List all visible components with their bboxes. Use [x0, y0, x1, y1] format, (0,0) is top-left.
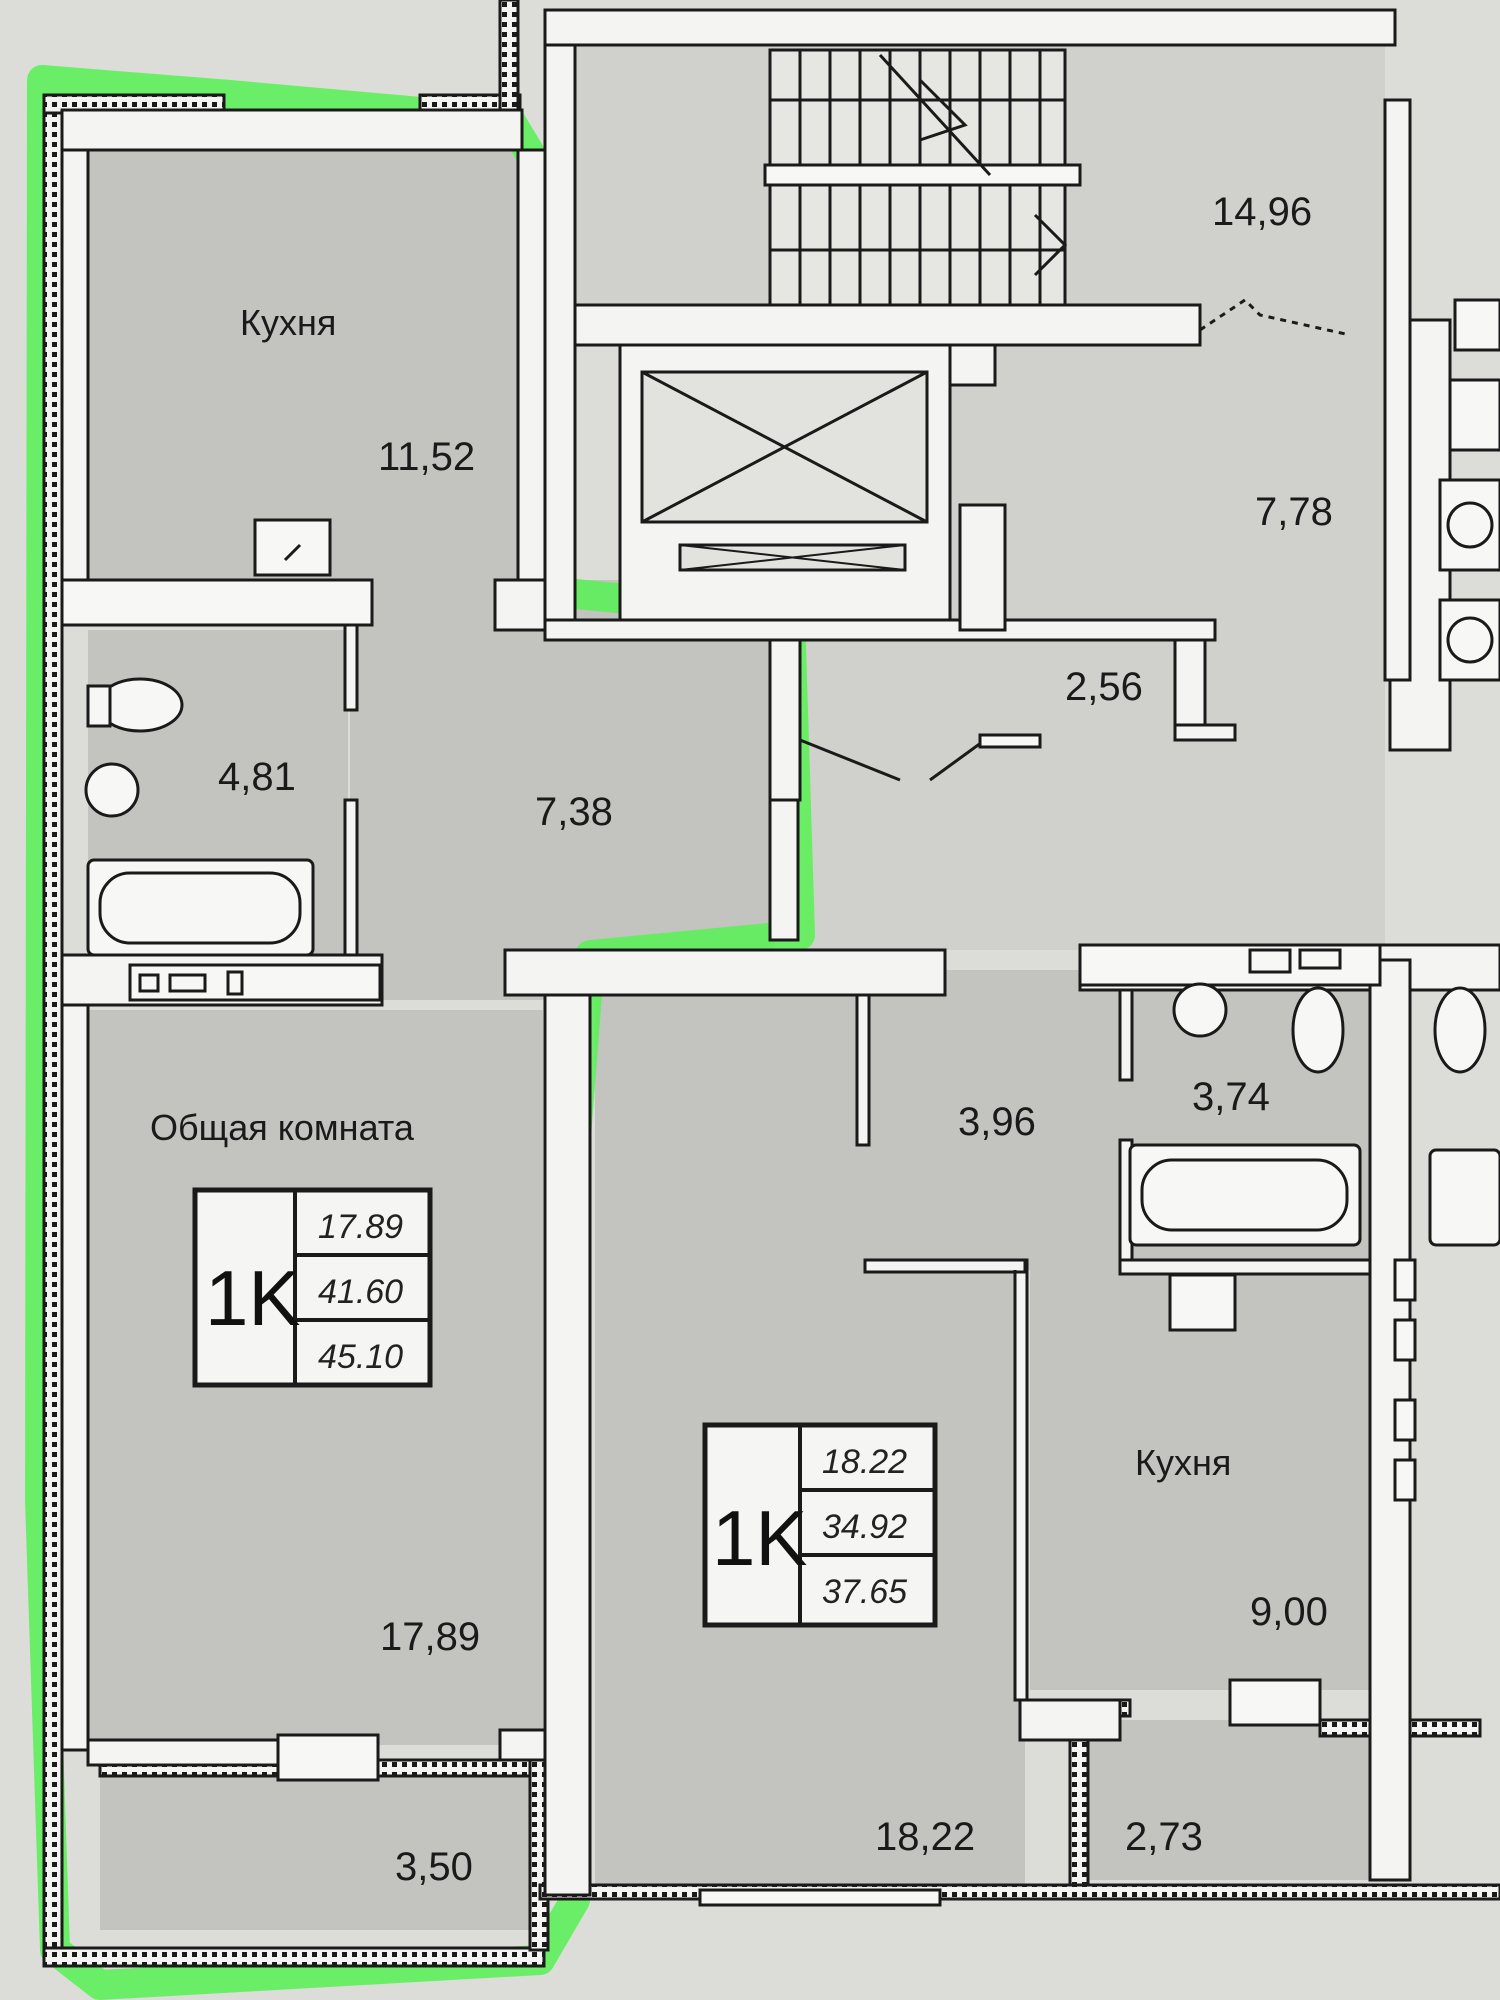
lift-cross-b: [641, 370, 928, 524]
room-area-hall-right: 3,96: [958, 1100, 1036, 1144]
sink-right-icon: [1168, 1273, 1237, 1332]
wall-bath-right: [343, 623, 359, 712]
apartment-living-right: 18.22: [822, 1443, 907, 1481]
wall-living-bottom: [86, 1738, 280, 1767]
stair-core: [543, 8, 1397, 642]
window-kitchen-right: [1228, 1678, 1322, 1727]
room-area-kitchen-left: 11,52: [378, 435, 475, 479]
room-area-stair-hall: 14,96: [1212, 190, 1312, 234]
room-area-bathroom-right: 3,74: [1192, 1075, 1270, 1119]
bathtub-far-right-icon: [1428, 1148, 1500, 1247]
room-labels: Кухня 11,52 14,96 7,78 2,56 4,81 7,38 Об…: [150, 190, 1333, 1889]
room-area-balcony-right: 2,73: [1125, 1815, 1203, 1859]
wall-apartment-divider: [543, 993, 592, 1897]
apartment-total-balcony-left: 45.10: [318, 1338, 403, 1376]
apartment-card-right: 1K 18.22 34.92 37.65: [702, 1422, 938, 1628]
wall-room-right-partition: [1013, 1258, 1029, 1702]
room-name-living-left: Общая комната: [150, 1107, 415, 1148]
kitchen-right-fixtures: [698, 1678, 1322, 1907]
stair-hall-door-swing: [1199, 298, 1351, 337]
exterior-wall-left: [42, 93, 64, 1967]
stair-core-wall: [543, 38, 577, 637]
wall-hall-stub-right: [855, 993, 871, 1147]
lift-wall: [573, 303, 1202, 347]
bathroom-right-fixtures: [1078, 943, 1500, 1332]
wall-kitchen-right-bottom: [1018, 1698, 1122, 1742]
apartment-total-left: 41.60: [318, 1273, 403, 1311]
room-area-bathroom-left: 4,81: [218, 755, 296, 799]
lift-hall-column-b: [958, 503, 1007, 632]
lift-hall-wall-bottom: [543, 618, 1217, 642]
floor-lift-hall: [945, 300, 1385, 620]
wall-entry-bottom: [1173, 723, 1237, 742]
wall-living-left-inner: [60, 1003, 90, 1752]
bathroom-left-fixtures: [84, 677, 382, 1002]
room-area-hall-left: 7,38: [535, 790, 613, 834]
exterior-wall-bottom-right: [538, 1883, 1500, 1901]
floor-kitchen-left: [88, 150, 518, 580]
wall-bath-right-lower: [343, 798, 359, 962]
apartment-type-right: 1K: [712, 1494, 807, 1582]
apartment-type-left: 1K: [205, 1254, 300, 1342]
room-area-lift-hall: 7,78: [1255, 490, 1333, 534]
exterior-wall-bottom-left: [42, 1946, 546, 1968]
room-right-window: [698, 1888, 942, 1907]
wall-hall-living-divider: [503, 948, 947, 997]
wall-bath-right-bottom: [1118, 1258, 1372, 1276]
lift-hall-column: [948, 343, 997, 387]
room-name-kitchen-left: Кухня: [240, 302, 336, 343]
stair-arrow-up: [918, 78, 968, 142]
washbasin-left-icon: [84, 762, 140, 818]
door-marks: [863, 948, 1417, 1700]
entry-door-right-frame: [1383, 98, 1412, 682]
wall-living-bottom-right: [498, 1728, 547, 1762]
floor-balcony-right: [1080, 1720, 1380, 1880]
stair-arrow-down: [1033, 213, 1068, 277]
wall-kitchen-top: [60, 108, 524, 152]
kitchen-left-fixtures: [60, 518, 374, 627]
wall-kitchen-bottom-stub: [493, 578, 547, 632]
living-left-fixtures: [276, 1733, 380, 1782]
apartment-total-right: 34.92: [822, 1508, 907, 1546]
room-area-living-left: 17,89: [380, 1615, 480, 1659]
toilet-far-right-icon: [1433, 986, 1487, 1074]
wall-bath-right-left: [1118, 988, 1134, 1082]
apartment-total-balcony-right: 37.65: [822, 1573, 907, 1611]
stair-landing: [763, 163, 1082, 187]
toilet-right-icon: [1291, 986, 1345, 1074]
kitchen-sink-left-icon: [253, 518, 332, 577]
room-name-kitchen-right: Кухня: [1135, 1442, 1231, 1483]
floor-kitchen-right: [1030, 1260, 1380, 1690]
neighbour-fixtures: [1438, 298, 1500, 682]
room-area-room-right: 18,22: [875, 1815, 975, 1859]
counter-left: [60, 578, 374, 627]
exterior-wall-top-right: [498, 0, 520, 112]
stair-core-top: [543, 8, 1397, 47]
room-area-balcony-left: 3,50: [395, 1845, 473, 1889]
room-area-kitchen-right: 9,00: [1250, 1590, 1328, 1634]
washbasin-right-icon: [1172, 982, 1228, 1038]
floor-vestibule: [805, 620, 1385, 950]
floor-hall-right: [595, 970, 1115, 1270]
apartment-card-left: 1K 17.89 41.60 45.10: [192, 1187, 433, 1388]
stair-diagonal: [878, 53, 992, 177]
bath-vanity-left: [128, 963, 382, 1002]
entry-door-left: [768, 638, 1042, 802]
floor-balcony-left: [100, 1775, 530, 1930]
room-area-vestibule: 2,56: [1065, 665, 1143, 709]
window-living-left: [276, 1733, 380, 1782]
apartment-living-left: 17.89: [318, 1208, 403, 1246]
wall-kitchen-left-outer: [60, 108, 90, 582]
